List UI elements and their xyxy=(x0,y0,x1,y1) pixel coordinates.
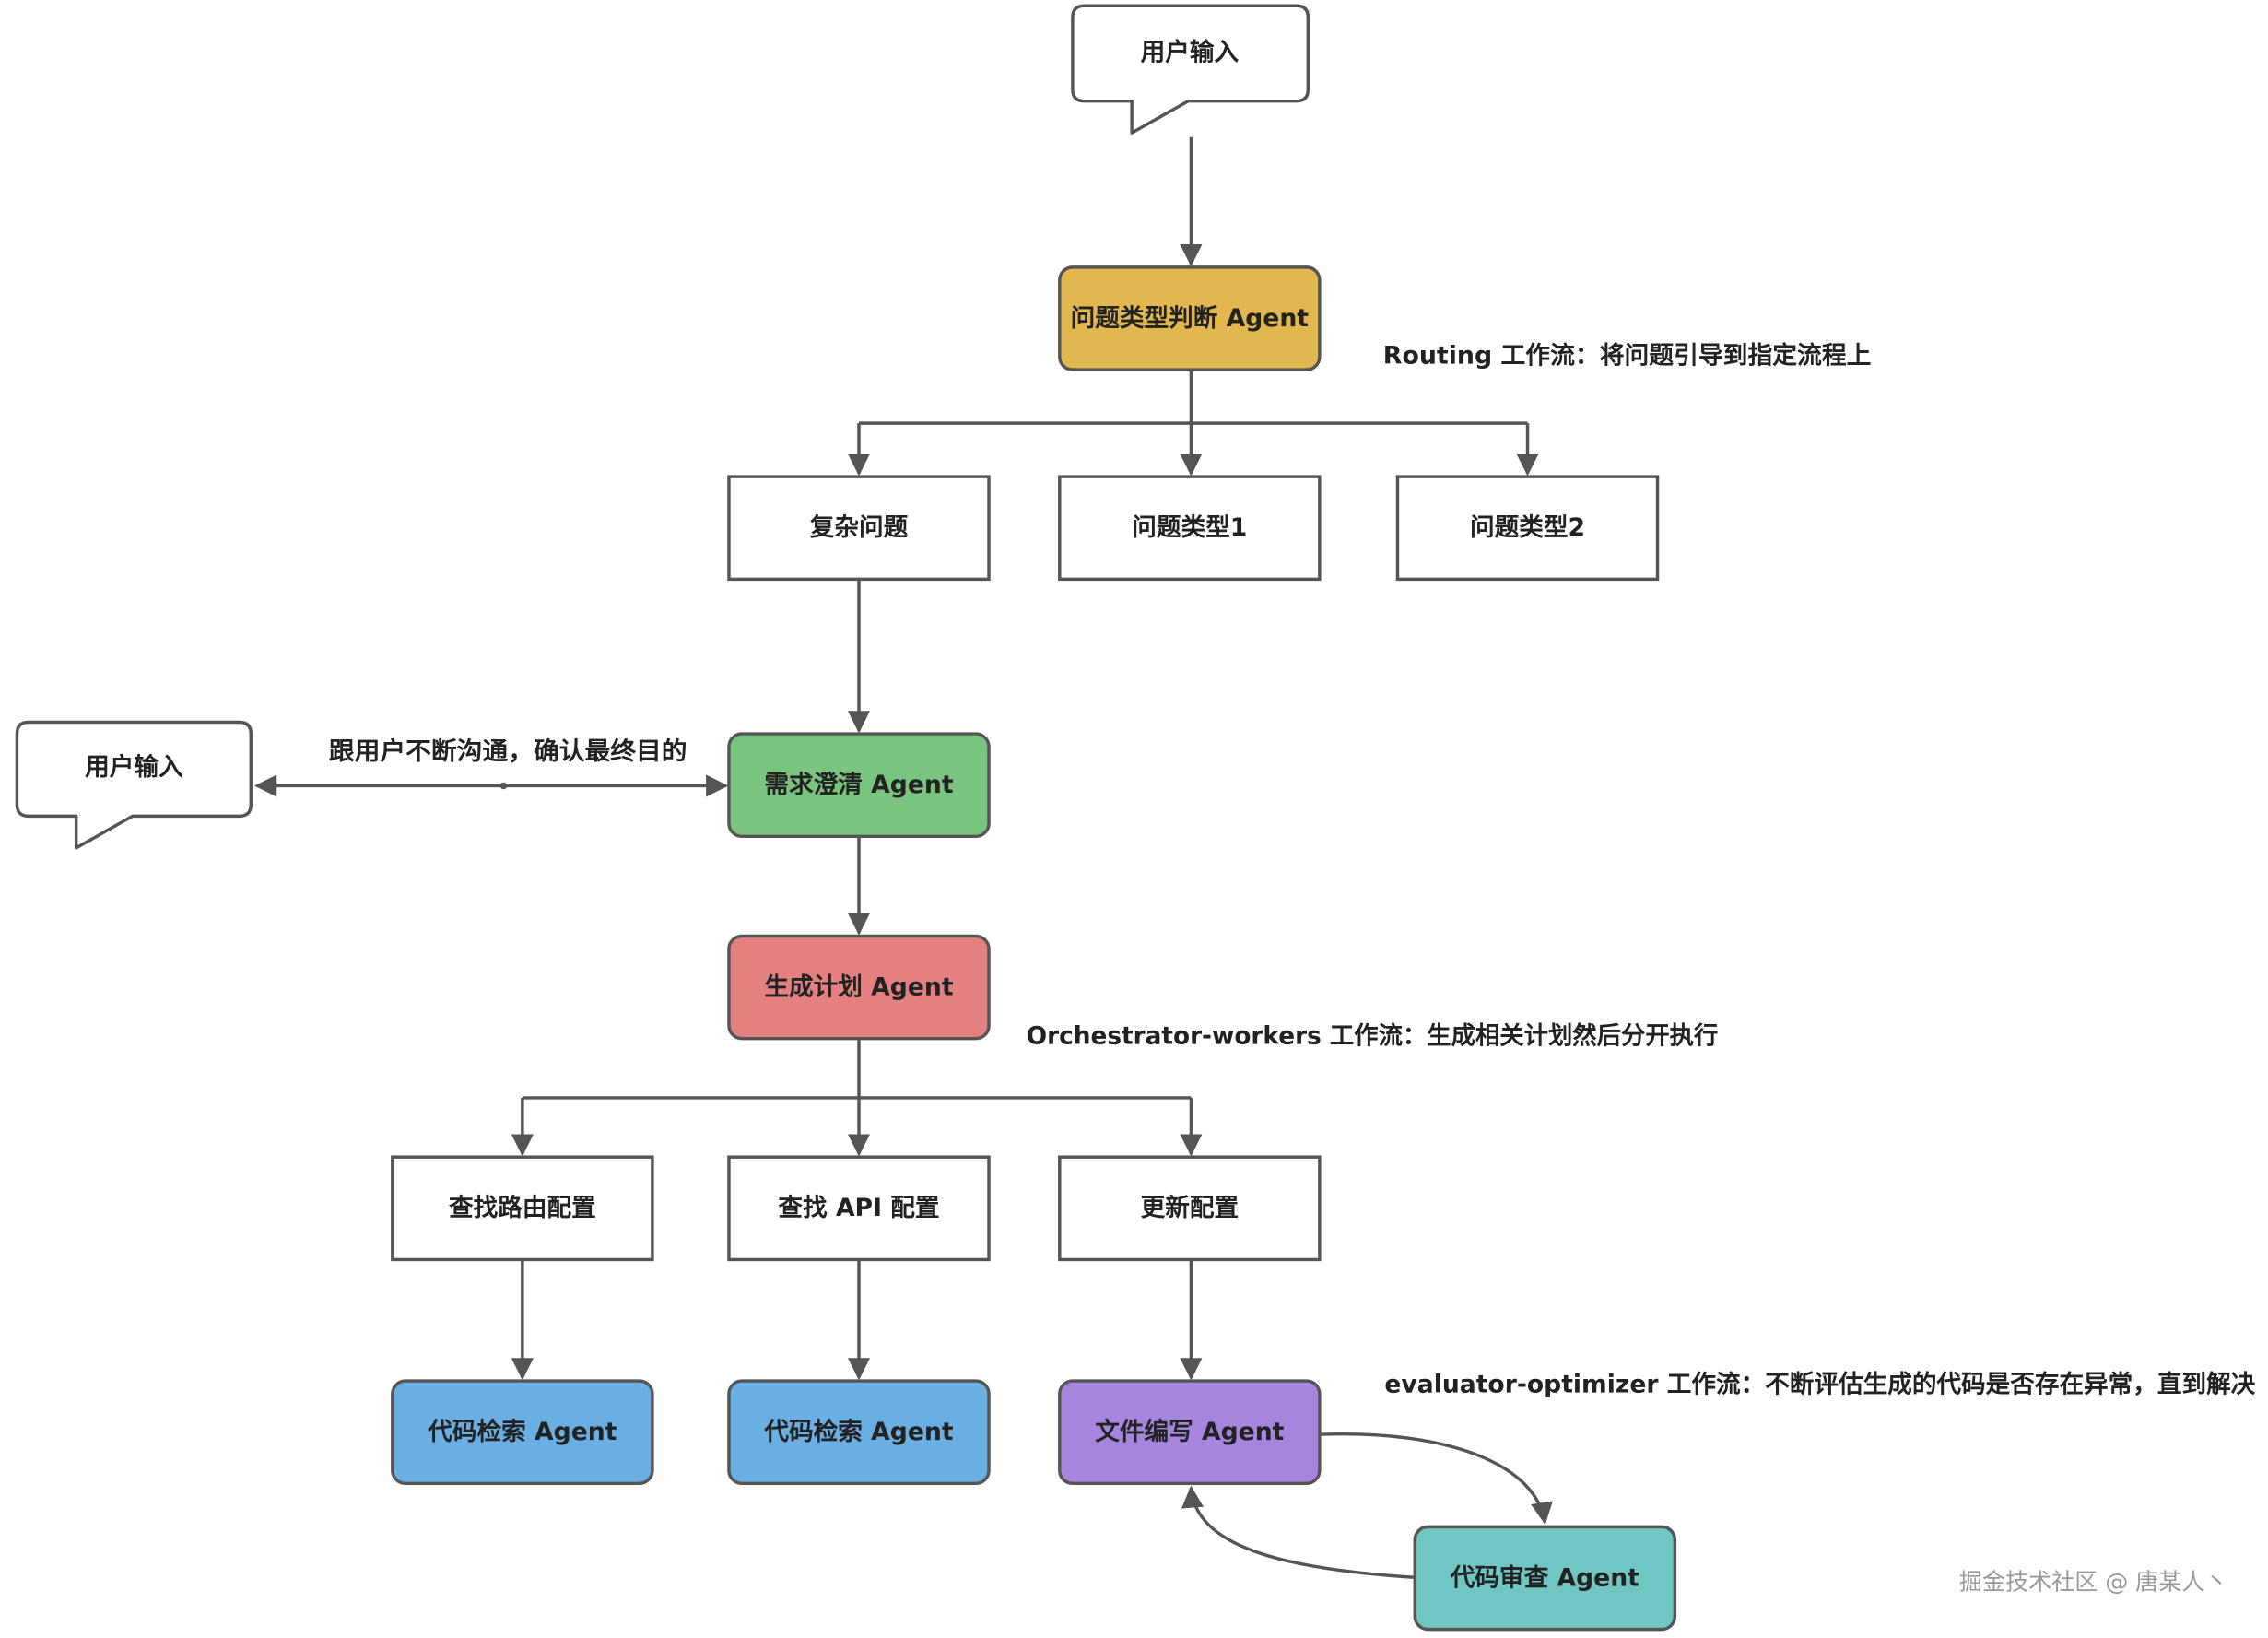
node-router-label: 问题类型判断 Agent xyxy=(1071,304,1310,333)
node-update-config: 更新配置 xyxy=(1058,1155,1322,1262)
node-clarify-label: 需求澄清 Agent xyxy=(764,771,953,799)
node-file-write: 文件编写 Agent xyxy=(1058,1379,1322,1486)
node-find-api-label: 查找 API 配置 xyxy=(778,1194,939,1222)
node-clarify: 需求澄清 Agent xyxy=(727,732,991,839)
node-plan-label: 生成计划 Agent xyxy=(764,972,953,1001)
node-code-search-2-label: 代码检索 Agent xyxy=(763,1418,953,1446)
node-type2: 问题类型2 xyxy=(1395,475,1660,582)
node-complex: 复杂问题 xyxy=(727,475,991,582)
node-router: 问题类型判断 Agent xyxy=(1058,265,1322,371)
node-find-route: 查找路由配置 xyxy=(391,1155,654,1262)
note-evaluator: evaluator-optimizer 工作流：不断评估生成的代码是否存在异常，… xyxy=(1384,1370,2255,1398)
node-complex-label: 复杂问题 xyxy=(810,513,909,542)
bubble-top-user-input: 用户输入 xyxy=(1071,4,1310,135)
bubble-left-user-input: 用户输入 xyxy=(15,720,253,850)
note-orchestrator: Orchestrator-workers 工作流：生成相关计划然后分开执行 xyxy=(1027,1022,1719,1051)
node-type1: 问题类型1 xyxy=(1058,475,1322,582)
bubble-left-label: 用户输入 xyxy=(85,753,183,782)
node-file-write-label: 文件编写 Agent xyxy=(1095,1418,1284,1446)
node-plan: 生成计划 Agent xyxy=(727,934,991,1041)
node-code-review: 代码审查 Agent xyxy=(1413,1525,1677,1632)
edges xyxy=(254,136,1553,1579)
node-type1-label: 问题类型1 xyxy=(1132,513,1247,542)
watermark: 掘金技术社区 @ 唐某人丶 xyxy=(1959,1568,2228,1595)
note-clarify-loop: 跟用户不断沟通，确认最终目的 xyxy=(329,737,687,766)
edge-midpoint-dot xyxy=(499,782,508,790)
node-find-api: 查找 API 配置 xyxy=(727,1155,991,1262)
node-type2-label: 问题类型2 xyxy=(1470,513,1585,542)
edge-review-to-write xyxy=(1181,1485,1414,1579)
node-code-search-1-label: 代码检索 Agent xyxy=(427,1418,617,1446)
node-code-search-2: 代码检索 Agent xyxy=(727,1379,991,1486)
node-code-search-1: 代码检索 Agent xyxy=(391,1379,654,1486)
node-code-review-label: 代码审查 Agent xyxy=(1450,1563,1639,1592)
node-find-route-label: 查找路由配置 xyxy=(449,1194,596,1222)
note-routing: Routing 工作流：将问题引导到指定流程上 xyxy=(1383,342,1872,371)
bubble-top-label: 用户输入 xyxy=(1141,38,1240,66)
edge-write-to-review xyxy=(1321,1432,1553,1526)
node-update-config-label: 更新配置 xyxy=(1141,1194,1240,1222)
